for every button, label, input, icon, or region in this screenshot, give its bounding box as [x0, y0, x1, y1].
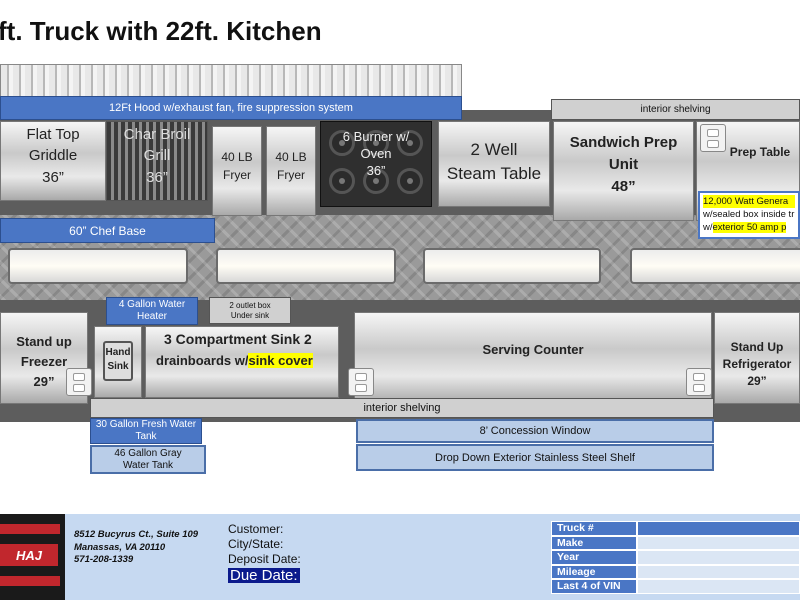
- fryer-1: 40 LB Fryer: [212, 126, 262, 216]
- company-logo: HAJ: [0, 514, 65, 600]
- table-row: Last 4 of VIN: [551, 579, 800, 594]
- ceiling-light-icon: [8, 248, 188, 284]
- flat-top-griddle: Flat Top Griddle 36”: [0, 121, 106, 201]
- fresh-water-tank: 30 Gallon Fresh Water Tank: [90, 418, 202, 444]
- customer-label: Customer:: [228, 522, 284, 536]
- burner-icon: [329, 168, 355, 194]
- company-address: 8512 Bucyrus Ct., Suite 109 Manassas, VA…: [74, 529, 199, 565]
- chef-base: 60” Chef Base: [0, 218, 215, 243]
- burner-icon: [397, 168, 423, 194]
- concession-window: 8’ Concession Window: [356, 419, 714, 443]
- stand-up-refrigerator: Stand Up Refrigerator 29”: [714, 312, 800, 404]
- gray-water-tank: 46 Gallon Gray Water Tank: [90, 445, 206, 474]
- outlet-icon: [66, 368, 92, 396]
- char-broil-grill: Char Broil Grill 36”: [106, 121, 208, 201]
- serving-counter: Serving Counter: [354, 312, 712, 404]
- fryer-2: 40 LB Fryer: [266, 126, 316, 216]
- ceiling-light-icon: [423, 248, 601, 284]
- sandwich-prep-unit: Sandwich Prep Unit 48”: [553, 121, 694, 221]
- vehicle-info-table: Truck # Make Year Mileage Last 4 of VIN: [551, 521, 800, 594]
- drop-down-shelf: Drop Down Exterior Stainless Steel Shelf: [356, 444, 714, 471]
- outlet-box: 2 outlet box Under sink: [209, 297, 291, 324]
- burner-icon: [329, 130, 355, 156]
- interior-shelving-top: interior shelving: [551, 99, 800, 120]
- hood-label: 12Ft Hood w/exhaust fan, fire suppressio…: [0, 96, 462, 120]
- page-title: ft. Truck with 22ft. Kitchen: [0, 16, 322, 46]
- burner-icon: [397, 130, 423, 156]
- stand-up-freezer: Stand up Freezer 29”: [0, 312, 88, 404]
- three-compartment-sink: 3 Compartment Sink 2 drainboards w/sink …: [145, 326, 339, 398]
- outlet-icon: [686, 368, 712, 396]
- city-state-label: City/State:: [228, 537, 284, 551]
- due-date-label: Due Date:: [228, 567, 300, 584]
- table-row: Mileage: [551, 564, 800, 579]
- six-burner-oven: 6 Burner w/ Oven 36”: [320, 121, 432, 207]
- deposit-date-label: Deposit Date:: [228, 552, 301, 566]
- hand-sink: Hand Sink: [94, 326, 142, 398]
- ceiling-light-icon: [216, 248, 396, 284]
- water-heater: 4 Gallon Water Heater: [106, 297, 198, 325]
- steam-table: 2 Well Steam Table: [438, 121, 550, 207]
- table-row: Truck #: [551, 521, 800, 536]
- burner-icon: [363, 168, 389, 194]
- burner-icon: [363, 130, 389, 156]
- customer-info: Customer: City/State: Deposit Date: Due …: [228, 522, 301, 584]
- ceiling-light-icon: [630, 248, 800, 284]
- outlet-icon: [700, 124, 726, 152]
- generator-note: 12,000 Watt Genera w/sealed box inside t…: [698, 191, 800, 239]
- interior-shelving-bottom: interior shelving: [90, 398, 714, 418]
- table-row: Make: [551, 535, 800, 550]
- outlet-icon: [348, 368, 374, 396]
- table-row: Year: [551, 550, 800, 565]
